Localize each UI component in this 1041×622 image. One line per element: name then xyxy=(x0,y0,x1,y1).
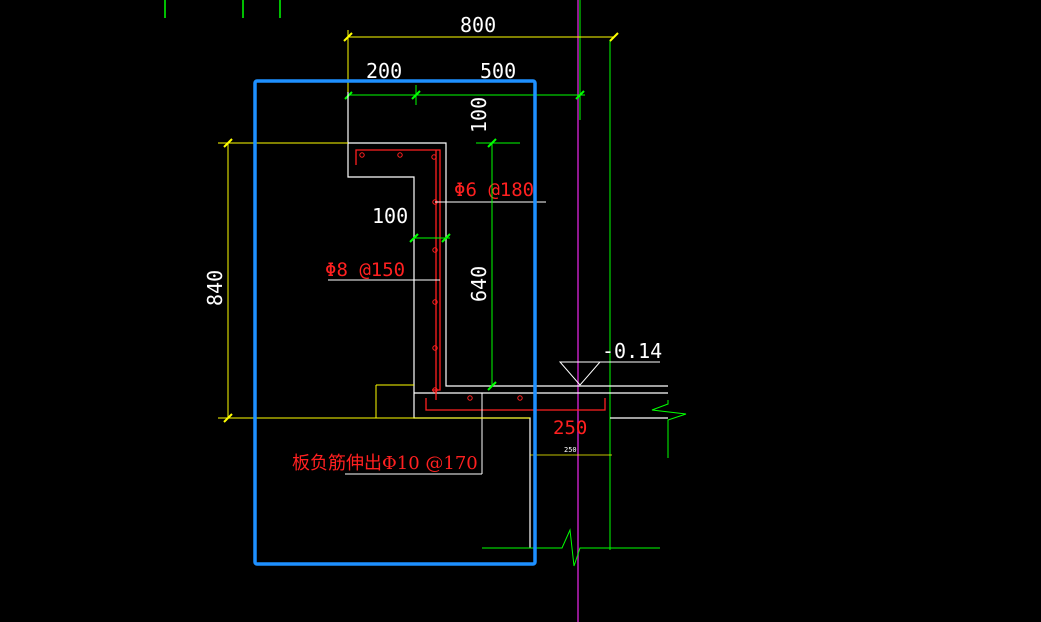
section-outline xyxy=(347,92,531,548)
dimension-840 xyxy=(218,138,530,423)
dim-500: 500 xyxy=(480,59,516,83)
break-line-bottom xyxy=(482,528,660,567)
dimension-640 xyxy=(476,138,520,391)
column-outline xyxy=(579,0,611,550)
leader-lines xyxy=(328,201,546,475)
selection-rectangle[interactable] xyxy=(253,79,537,566)
wall-thickness-dim xyxy=(409,233,451,243)
dimension-row-200-500 xyxy=(344,85,585,105)
top-left-ticks xyxy=(164,0,281,18)
break-line-right xyxy=(651,400,687,458)
elevation-label: -0.14 xyxy=(602,339,662,363)
dim-200: 200 xyxy=(366,59,402,83)
elevation-marker xyxy=(558,361,660,386)
rebar-label-slab: 板负筋伸出Φ10 @170 xyxy=(292,453,478,474)
rebar-label-vertical: Φ8 @150 xyxy=(325,259,405,281)
dim-640: 640 xyxy=(467,266,491,302)
dim-250: 250 xyxy=(553,417,587,439)
step-marks xyxy=(375,384,414,418)
dim-100-wall: 100 xyxy=(372,204,408,228)
dim-250-small: 250 xyxy=(564,446,577,454)
section-outline-right xyxy=(348,142,668,387)
dim-800: 800 xyxy=(460,13,496,37)
dim-100-top: 100 xyxy=(467,97,491,133)
dim-840: 840 xyxy=(203,270,227,306)
rebar-label-horizontal: Φ6 @180 xyxy=(454,179,534,201)
